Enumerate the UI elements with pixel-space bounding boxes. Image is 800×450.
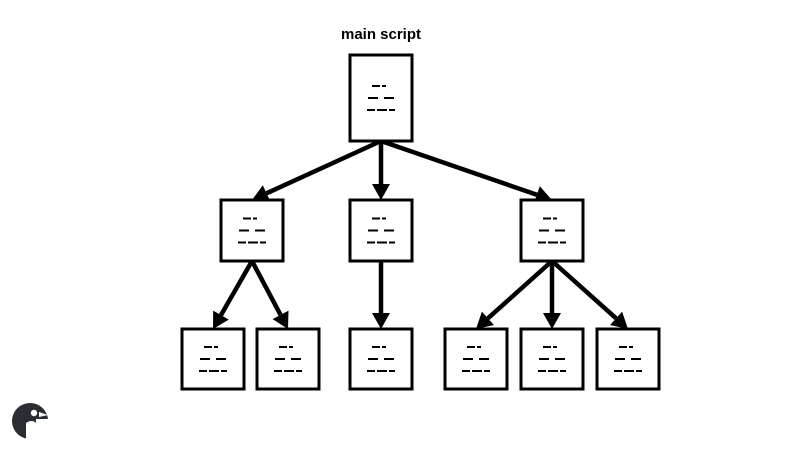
diagram-title: main script bbox=[341, 26, 421, 43]
node-box bbox=[180, 327, 246, 391]
document-lines-icon bbox=[238, 217, 266, 244]
edge-a-a1 bbox=[213, 259, 254, 329]
node-b1 bbox=[348, 327, 414, 391]
document-lines-icon bbox=[538, 346, 566, 372]
node-a2 bbox=[255, 327, 321, 391]
node-box bbox=[255, 327, 321, 391]
node-c3 bbox=[595, 327, 661, 391]
node-c bbox=[519, 198, 585, 263]
edge-c-c3 bbox=[550, 259, 628, 329]
arrowhead bbox=[213, 310, 229, 329]
document-lines-icon bbox=[538, 217, 566, 244]
document-lines-icon bbox=[367, 217, 395, 244]
edge-c-c2 bbox=[543, 261, 561, 329]
node-box bbox=[348, 53, 414, 143]
edge-a-a2 bbox=[250, 259, 289, 329]
edge-root-b bbox=[372, 141, 390, 200]
node-root bbox=[348, 53, 414, 143]
node-box bbox=[348, 198, 414, 263]
node-c1 bbox=[443, 327, 509, 391]
node-a bbox=[219, 198, 285, 263]
edge-c-c1 bbox=[476, 259, 554, 329]
nodes-layer bbox=[180, 53, 661, 391]
node-box bbox=[219, 198, 285, 263]
node-box bbox=[595, 327, 661, 391]
arrowhead bbox=[543, 313, 561, 329]
edge-b-b1 bbox=[372, 261, 390, 329]
node-box bbox=[348, 327, 414, 391]
node-b bbox=[348, 198, 414, 263]
arrowhead bbox=[476, 311, 494, 329]
bird-logo-icon bbox=[12, 402, 48, 439]
arrowhead bbox=[252, 185, 271, 202]
document-lines-icon bbox=[274, 346, 302, 372]
document-lines-icon bbox=[199, 346, 227, 372]
arrowhead bbox=[372, 313, 390, 329]
arrowhead bbox=[610, 311, 628, 329]
edge-root-c bbox=[380, 138, 552, 204]
document-lines-icon bbox=[367, 85, 395, 111]
node-c2 bbox=[519, 327, 585, 391]
arrowhead bbox=[372, 184, 390, 200]
node-box bbox=[519, 198, 585, 263]
edge-root-a bbox=[252, 138, 382, 202]
node-box bbox=[519, 327, 585, 391]
edges-layer bbox=[213, 138, 628, 329]
document-lines-icon bbox=[614, 346, 642, 372]
document-lines-icon bbox=[367, 346, 395, 372]
document-lines-icon bbox=[462, 346, 490, 372]
node-box bbox=[443, 327, 509, 391]
arrowhead bbox=[272, 310, 289, 329]
node-a1 bbox=[180, 327, 246, 391]
